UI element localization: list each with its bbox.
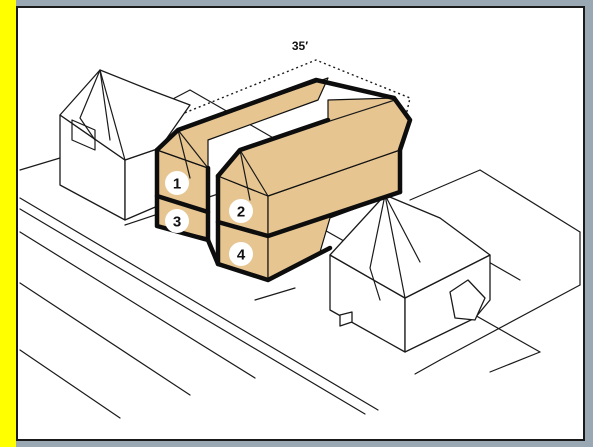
neighbor-house-left — [59, 69, 191, 221]
unit-badge-3: 3 — [165, 209, 189, 233]
dimension-label: 35′ — [292, 39, 308, 53]
unit-badge-1: 1 — [165, 171, 189, 195]
unit-3-label: 3 — [173, 214, 181, 231]
unit-4-label: 4 — [237, 247, 246, 264]
accent-stripe — [0, 0, 16, 447]
unit-badge-4: 4 — [229, 242, 253, 266]
unit-2-label: 2 — [237, 204, 245, 221]
neighbor-house-right — [329, 194, 491, 353]
unit-badge-2: 2 — [229, 199, 253, 223]
unit-1-label: 1 — [173, 176, 181, 193]
